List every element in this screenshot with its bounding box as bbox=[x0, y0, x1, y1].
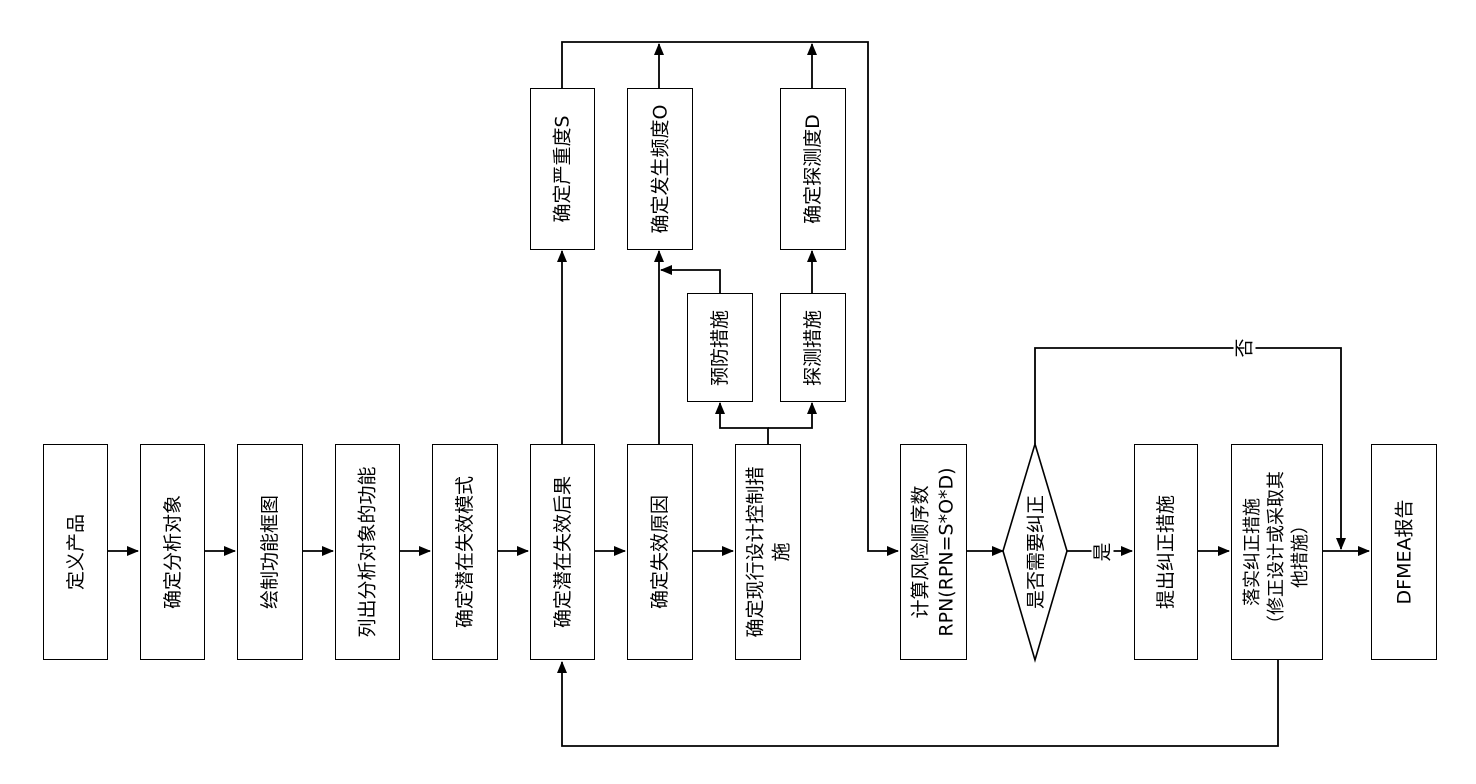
implement-line-1: 落实纠正措施 bbox=[1242, 498, 1263, 606]
yes-label: 是 bbox=[1091, 539, 1114, 565]
box-define-failure-effects: 确定潜在失效后果 bbox=[530, 444, 595, 660]
box-detection-label: 确定探测度D bbox=[802, 114, 825, 224]
box-propose-corrective-label: 提出纠正措施 bbox=[1155, 494, 1178, 610]
box-implement-corrective: 落实纠正措施 （修正设计或采取其 他措施） bbox=[1231, 444, 1323, 660]
box-define-failure-modes: 确定潜在失效模式 bbox=[432, 444, 498, 660]
box-prevention-label: 预防措施 bbox=[709, 309, 732, 386]
box-occurrence: 确定发生频度O bbox=[627, 88, 693, 250]
box-current-design-controls-label: 确定现行设计控制措 施 bbox=[742, 466, 794, 637]
box-dfmea-report: DFMEA报告 bbox=[1371, 444, 1437, 660]
box-severity: 确定严重度S bbox=[530, 88, 595, 250]
arrow-prevention-to-occurrence bbox=[660, 265, 721, 293]
box-severity-label: 确定严重度S bbox=[551, 115, 574, 223]
implement-line-2: （修正设计或采取其 bbox=[1266, 471, 1287, 633]
box-list-functions-label: 列出分析对象的功能 bbox=[356, 466, 379, 638]
box-dfmea-report-label: DFMEA报告 bbox=[1393, 499, 1415, 605]
box-define-analysis-object: 确定分析对象 bbox=[140, 444, 205, 660]
box-occurrence-label: 确定发生频度O bbox=[649, 104, 671, 234]
box-define-product: 定义产品 bbox=[43, 444, 108, 660]
arrow-controls-to-prevention bbox=[715, 402, 769, 444]
box-propose-corrective: 提出纠正措施 bbox=[1134, 444, 1198, 660]
box-prevention: 预防措施 bbox=[687, 293, 753, 402]
box-define-product-label: 定义产品 bbox=[64, 513, 87, 591]
box-define-failure-causes-label: 确定失效原因 bbox=[649, 494, 672, 610]
no-label: 否 bbox=[1233, 335, 1256, 361]
design-controls-line-1: 确定现行设计控制措 bbox=[744, 466, 767, 638]
box-define-failure-effects-label: 确定潜在失效后果 bbox=[551, 475, 574, 629]
box-current-design-controls: 确定现行设计控制措 施 bbox=[735, 444, 801, 660]
decision-label: 是否需要纠正 bbox=[1025, 494, 1048, 610]
arrow-top-collector-to-rpn bbox=[561, 41, 899, 556]
box-detection-measures-label: 探测措施 bbox=[802, 309, 825, 386]
arrow-controls-to-detection-measures bbox=[768, 402, 817, 429]
box-calc-rpn: 计算风险顺序数 RPN(RPN=S*O*D) bbox=[900, 444, 967, 660]
box-list-functions: 列出分析对象的功能 bbox=[335, 444, 400, 660]
calc-rpn-line-1: 计算风险顺序数 bbox=[909, 485, 932, 619]
decision-label-wrap: 是否需要纠正 bbox=[1005, 444, 1067, 660]
box-draw-function-block: 绘制功能框图 bbox=[237, 444, 303, 660]
implement-line-3: 他措施） bbox=[1290, 516, 1311, 588]
calc-rpn-line-2: RPN(RPN=S*O*D) bbox=[935, 467, 958, 637]
box-calc-rpn-label: 计算风险顺序数 RPN(RPN=S*O*D) bbox=[908, 467, 960, 636]
box-draw-function-block-label: 绘制功能框图 bbox=[259, 494, 282, 610]
box-detection: 确定探测度D bbox=[780, 88, 846, 250]
box-implement-corrective-label: 落实纠正措施 （修正设计或采取其 他措施） bbox=[1241, 471, 1313, 633]
box-define-analysis-object-label: 确定分析对象 bbox=[161, 494, 184, 610]
design-controls-line-2: 施 bbox=[770, 542, 793, 562]
arrow-no-to-report bbox=[1034, 347, 1346, 550]
arrow-feedback-loop bbox=[557, 660, 1279, 747]
box-define-failure-causes: 确定失效原因 bbox=[627, 444, 693, 660]
box-detection-measures: 探测措施 bbox=[780, 293, 846, 402]
box-define-failure-modes-label: 确定潜在失效模式 bbox=[454, 475, 477, 629]
